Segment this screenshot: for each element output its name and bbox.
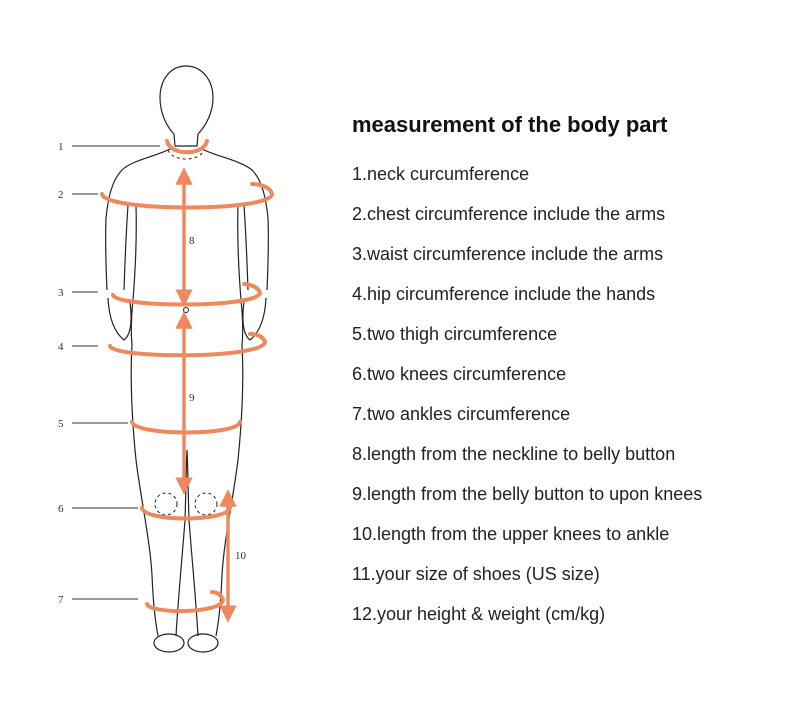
belly-button-marker (184, 308, 189, 313)
callout-1: 1 (58, 141, 64, 153)
callout-3: 3 (58, 287, 64, 299)
measurement-list: 1.neck curcumference 2.chest circumferen… (352, 163, 702, 643)
list-item: 4.hip circumference include the hands (352, 283, 702, 323)
list-item: 9.length from the belly button to upon k… (352, 483, 702, 523)
left-torso-side (131, 205, 136, 345)
right-inner-arm (244, 205, 248, 290)
left-knee-dashed (155, 493, 177, 515)
right-torso-side (238, 205, 243, 345)
callout-6: 6 (58, 503, 64, 515)
inner-legs (176, 450, 198, 636)
right-arm-outline (200, 148, 268, 290)
list-item: 3.waist circumference include the arms (352, 243, 702, 283)
waist-band (113, 284, 260, 305)
length-label-10: 10 (235, 550, 247, 562)
list-item: 5.two thigh circumference (352, 323, 702, 363)
knee-band (142, 508, 230, 519)
chest-band (102, 184, 272, 208)
list-item: 2.chest circumference include the arms (352, 203, 702, 243)
list-item: 6.two knees circumference (352, 363, 702, 403)
left-foot (154, 634, 184, 652)
list-item: 10.length from the upper knees to ankle (352, 523, 702, 563)
list-item: 12.your height & weight (cm/kg) (352, 603, 702, 643)
neck-band (167, 141, 207, 152)
left-inner-arm (124, 205, 128, 290)
left-leg-outer (131, 345, 158, 636)
right-knee-dashed (195, 493, 217, 515)
callout-2: 2 (58, 189, 64, 201)
length-labels: 8 9 10 (189, 235, 247, 562)
head-outline (160, 66, 213, 146)
length-label-9: 9 (189, 392, 195, 404)
list-item: 11.your size of shoes (US size) (352, 563, 702, 603)
list-item: 8.length from the neckline to belly butt… (352, 443, 702, 483)
length-label-8: 8 (189, 235, 195, 247)
left-hand (108, 298, 131, 340)
callout-4: 4 (58, 341, 64, 353)
list-item: 7.two ankles circumference (352, 403, 702, 443)
right-foot (188, 634, 218, 652)
callout-7: 7 (58, 594, 64, 606)
left-arm-outline (106, 148, 172, 290)
thigh-band (132, 422, 240, 433)
list-item: 1.neck curcumference (352, 163, 702, 203)
ankle-band (147, 592, 223, 611)
callout-5: 5 (58, 418, 64, 430)
callout-numbers: 1 2 3 4 5 6 7 (58, 141, 64, 606)
panel-title: measurement of the body part (352, 112, 667, 138)
